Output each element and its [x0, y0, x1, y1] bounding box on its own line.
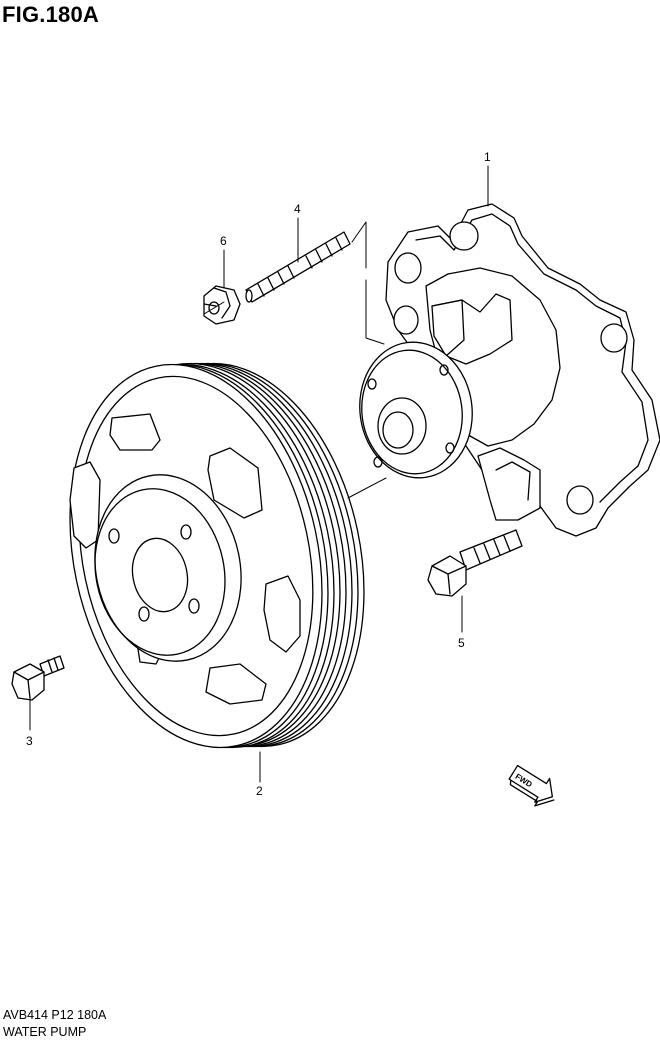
footer-diagram-code: AVB414 P12 180A	[3, 1008, 107, 1022]
fwd-arrow-badge: FWD	[508, 764, 555, 807]
nut	[203, 285, 241, 325]
figure-title: FIG.180A	[2, 2, 99, 27]
pulley	[69, 362, 365, 749]
callout-5: 5	[458, 636, 465, 650]
footer-diagram-name: WATER PUMP	[3, 1025, 87, 1039]
pump-bolt	[427, 529, 523, 597]
callout-2: 2	[256, 784, 263, 798]
stud-bolt	[245, 231, 351, 303]
callout-3: 3	[26, 734, 33, 748]
assembly-leaders	[203, 221, 387, 499]
water-pump-body	[359, 203, 660, 537]
callout-numbers: 1 2 3 4 5 6	[26, 150, 491, 798]
callout-4: 4	[294, 202, 301, 216]
callout-1: 1	[484, 150, 491, 164]
pulley-bolt	[11, 655, 65, 701]
callout-6: 6	[220, 234, 227, 248]
callout-leaders	[29, 165, 489, 783]
